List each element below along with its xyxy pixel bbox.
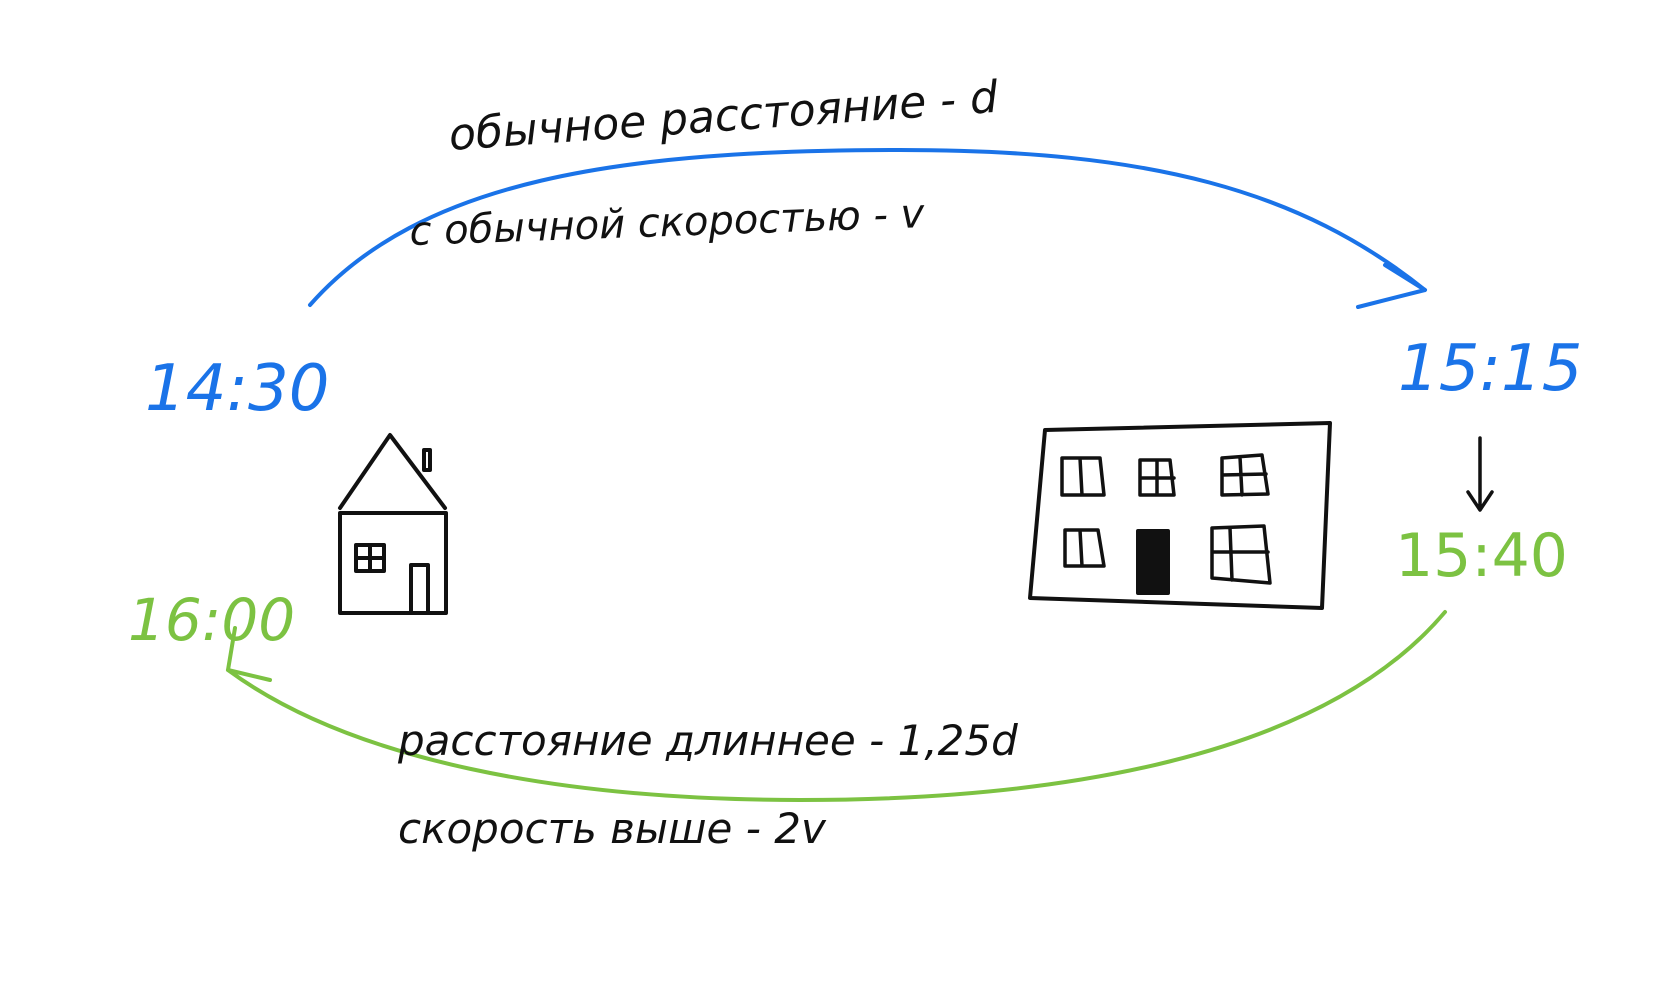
outbound-speed-label: с обычной скоростью - v xyxy=(409,191,927,255)
window-bottom-1 xyxy=(1063,528,1106,568)
office-building-icon xyxy=(1028,421,1332,610)
building-door xyxy=(1136,529,1170,595)
house-icon xyxy=(338,433,448,615)
window-top-3 xyxy=(1220,453,1270,497)
outbound-arrow-path xyxy=(308,147,1427,307)
return-distance-label: расстояние длиннее - 1,25d xyxy=(397,716,1018,765)
building-outline xyxy=(1028,421,1332,610)
outbound-arrowhead-icon xyxy=(1356,263,1427,309)
return-speed-label: скорость выше - 2v xyxy=(398,804,827,853)
house-door xyxy=(409,563,430,614)
depart-work-time: 15:40 xyxy=(1395,521,1568,591)
wait-arrow xyxy=(1466,436,1494,512)
arrow-down-icon xyxy=(1466,436,1494,512)
house-roof xyxy=(338,433,447,510)
building-windows xyxy=(1060,453,1272,585)
depart-home-time: 14:30 xyxy=(145,352,329,426)
house-window-cross xyxy=(354,543,386,573)
return-route xyxy=(226,610,1447,803)
outbound-distance-label: обычное расстояние - d xyxy=(447,72,1000,161)
window-bottom-2 xyxy=(1210,524,1272,585)
arrive-work-time: 15:15 xyxy=(1398,332,1582,406)
return-arrow-path xyxy=(226,610,1447,803)
house-walls xyxy=(338,511,448,615)
house-chimney xyxy=(422,448,432,472)
arrive-home-time: 16:00 xyxy=(128,586,295,654)
return-arrowhead-icon xyxy=(226,626,272,682)
window-top-1 xyxy=(1060,456,1106,497)
window-top-2 xyxy=(1138,458,1176,497)
outbound-route xyxy=(308,147,1427,309)
